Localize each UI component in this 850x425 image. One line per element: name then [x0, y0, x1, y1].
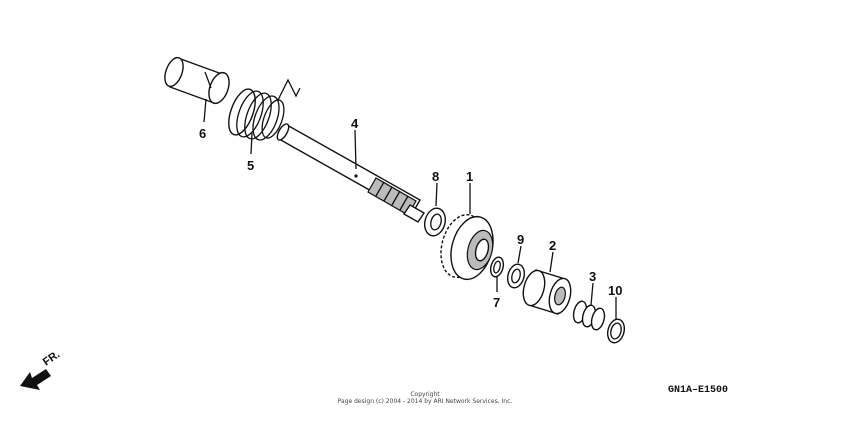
leader-lines: [203, 98, 617, 319]
callout-5: 5: [247, 158, 254, 173]
part-sleeve[interactable]: [161, 55, 233, 106]
part-ring-7[interactable]: [489, 256, 506, 278]
callout-6: 6: [199, 126, 206, 141]
callout-8: 8: [432, 169, 439, 184]
part-spring-washers[interactable]: [571, 300, 606, 331]
callout-1: 1: [466, 169, 473, 184]
callout-3: 3: [589, 269, 596, 284]
callout-2: 2: [549, 238, 556, 253]
part-ratchet[interactable]: [520, 268, 575, 316]
front-arrow-icon: [20, 369, 51, 390]
callout-9: 9: [517, 232, 524, 247]
copyright-line-1: Copyright: [410, 391, 440, 398]
part-snap-ring[interactable]: [605, 317, 627, 344]
part-washer-9[interactable]: [505, 262, 527, 289]
callout-10: 10: [608, 283, 622, 298]
part-shaft[interactable]: [275, 122, 425, 223]
part-gear[interactable]: [434, 210, 499, 284]
part-spring[interactable]: [223, 78, 301, 143]
copyright-line-2: Page design (c) 2004 - 2014 by ARI Netwo…: [338, 398, 513, 405]
callout-7: 7: [493, 295, 500, 310]
drawing-code: GN1A–E1500: [668, 385, 728, 396]
front-direction-label: FR.: [41, 348, 62, 368]
callout-4: 4: [351, 116, 359, 131]
part-thrust-washer[interactable]: [422, 206, 449, 238]
